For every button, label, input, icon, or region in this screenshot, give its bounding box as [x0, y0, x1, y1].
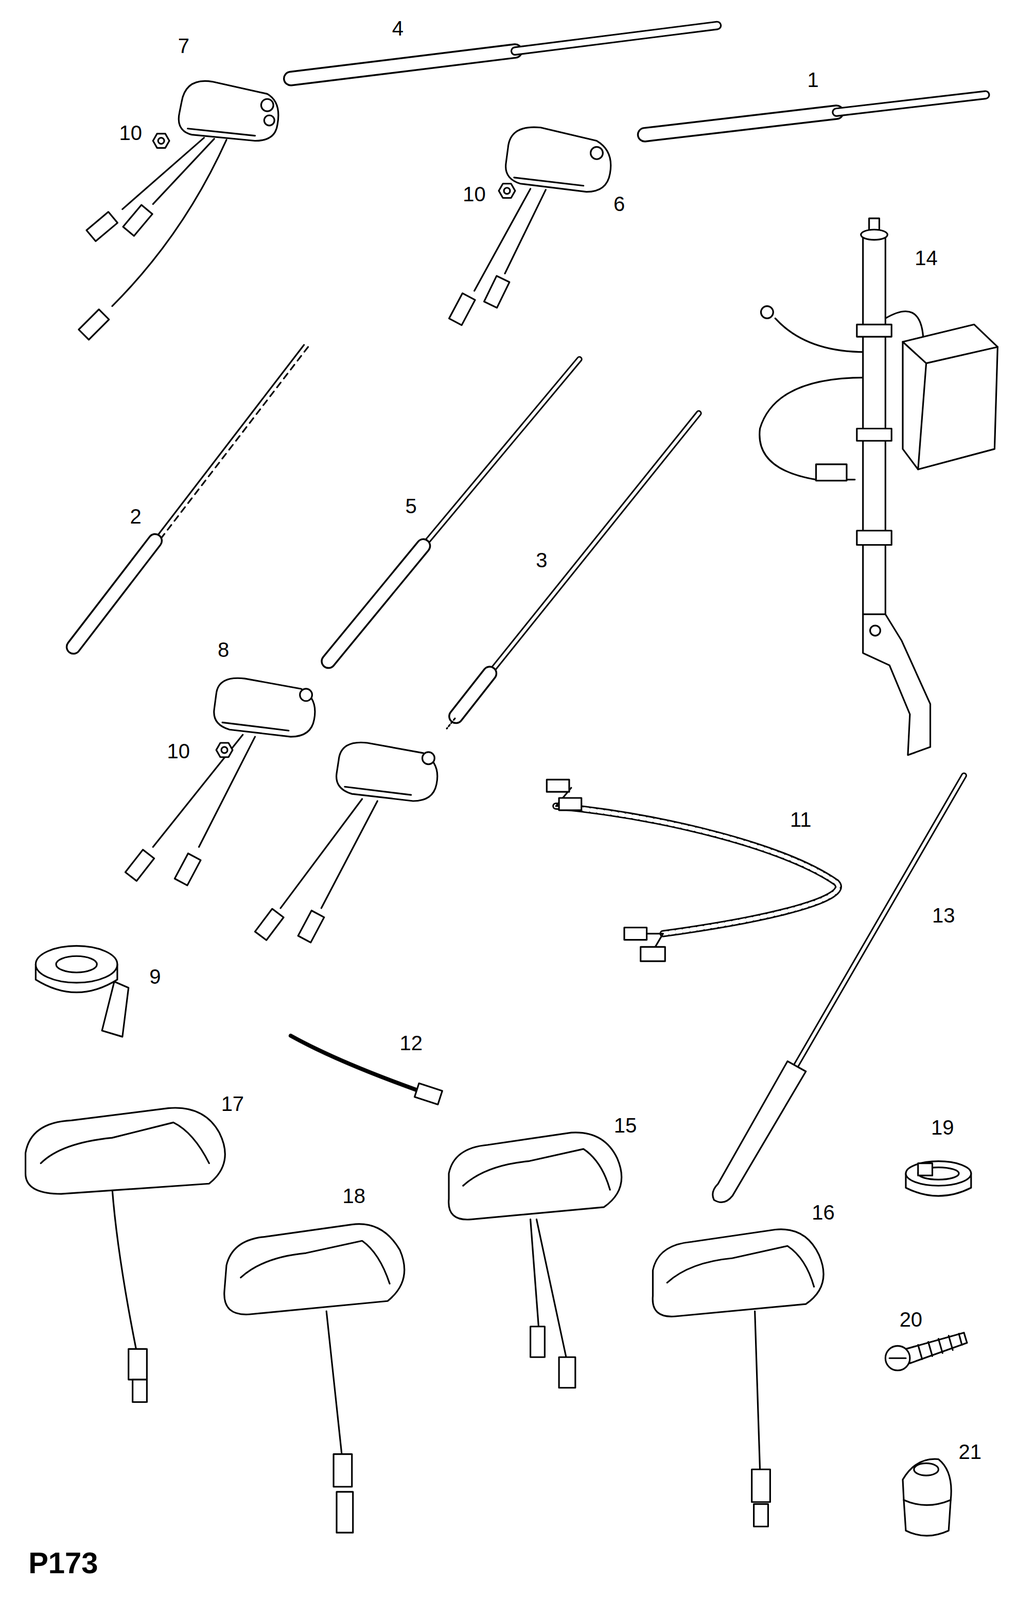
wiring-harness — [546, 779, 839, 961]
antenna-rod — [290, 25, 717, 79]
antenna-base — [78, 80, 279, 340]
callout-number: 8 — [216, 638, 231, 661]
callout-number: 9 — [147, 965, 163, 988]
callout-number: 13 — [930, 903, 957, 927]
callout-number: 7 — [176, 34, 191, 58]
callout-number: 14 — [913, 246, 940, 270]
callout-number: 11 — [788, 808, 814, 831]
page-code: P173 — [26, 1546, 100, 1580]
antenna-rod — [446, 413, 699, 729]
callout-number: 21 — [957, 1440, 984, 1463]
callout-number: 15 — [612, 1113, 639, 1137]
callout-number: 16 — [810, 1200, 837, 1224]
antenna-base — [449, 127, 611, 326]
antenna-rod — [328, 359, 580, 662]
antenna-base — [224, 1223, 405, 1533]
callout-number: 10 — [461, 182, 488, 206]
callout-number: 19 — [929, 1115, 956, 1139]
antenna-base — [652, 1229, 824, 1527]
power-antenna — [759, 218, 998, 756]
callout-number: 5 — [404, 494, 419, 518]
callout-number: 10 — [165, 739, 192, 763]
screw — [885, 1332, 968, 1371]
callout-number: 17 — [219, 1092, 247, 1115]
callout-number: 12 — [397, 1031, 425, 1055]
callout-number: 20 — [898, 1307, 925, 1331]
callout-number: 4 — [390, 16, 406, 40]
retaining-clip — [905, 1161, 972, 1196]
adhesive-tape — [35, 945, 129, 1037]
callout-number: 18 — [340, 1184, 367, 1207]
antenna-base — [125, 677, 438, 943]
antenna-rod — [644, 94, 986, 135]
callout-number: 2 — [128, 504, 143, 528]
antenna-base — [448, 1132, 622, 1388]
callout-number: 3 — [534, 548, 549, 572]
antenna-mast — [712, 775, 964, 1202]
callout-number: 1 — [805, 68, 820, 92]
antenna-mast — [73, 344, 309, 647]
nut — [902, 1458, 952, 1536]
antenna-base — [25, 1107, 226, 1402]
callout-number: 6 — [611, 192, 627, 216]
callout-number: 10 — [117, 121, 144, 145]
